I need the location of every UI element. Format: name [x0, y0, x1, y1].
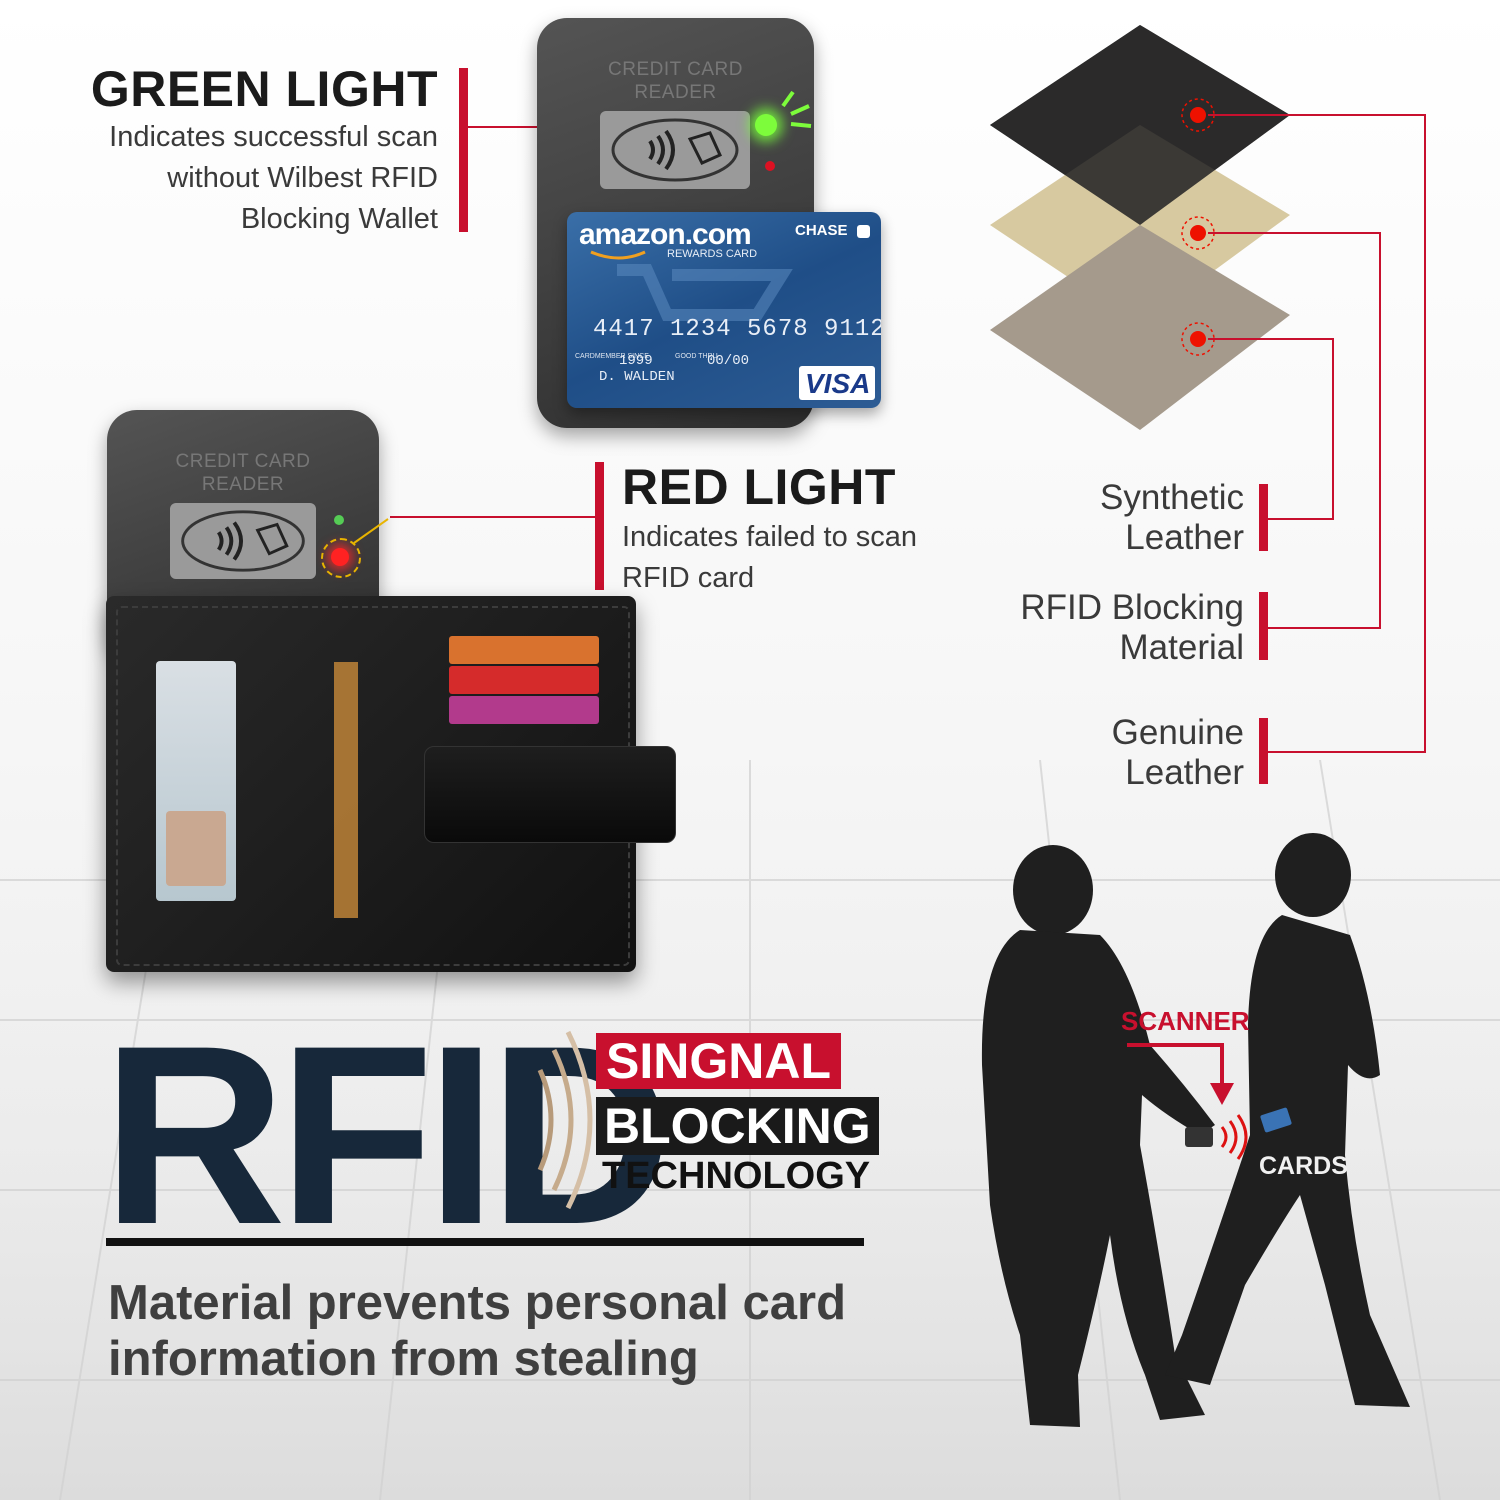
- card-slot-1: [449, 636, 599, 664]
- red-light-desc-1: Indicates failed to scan: [622, 521, 918, 553]
- scanner-arrow-head-icon: [1210, 1083, 1234, 1105]
- card-slot-3: [449, 696, 599, 724]
- thief-body: [981, 930, 1215, 1427]
- pickpocket-scene: [981, 833, 1410, 1427]
- member-since-value: 1999: [619, 353, 653, 369]
- tagline-line1: Material prevents personal card: [108, 1276, 847, 1330]
- red-led-highlight-ring: [321, 538, 361, 578]
- victim-body: [1165, 915, 1410, 1407]
- thief-head: [1013, 845, 1093, 935]
- member-since-label: CARDMEMBER SINCE: [575, 353, 649, 360]
- tagline-line2: information from stealing: [108, 1332, 699, 1386]
- reader2-screen: [170, 503, 316, 579]
- genuine-leather-layer: [990, 225, 1290, 430]
- visa-logo-box: VISA: [799, 366, 875, 400]
- red-light-title: RED LIGHT: [622, 459, 896, 515]
- card-holder: D. WALDEN: [599, 369, 675, 385]
- layer-connectors: [1208, 114, 1426, 753]
- layer-label-2-line1: RFID Blocking: [1020, 588, 1244, 627]
- layer-bar-2: [1259, 592, 1268, 660]
- layer-label-3-line2: Leather: [1125, 753, 1244, 792]
- inner-card-edge: [334, 662, 358, 918]
- red-light-red-bar: [595, 462, 604, 590]
- rfid-wallet: [106, 596, 676, 972]
- technology-label: TECHNOLOGY: [602, 1155, 871, 1197]
- blocking-badge: BLOCKING: [596, 1097, 879, 1155]
- layer-label-2-line2: Material: [1119, 628, 1244, 667]
- layer-bar-1: [1259, 484, 1268, 551]
- signal-waves-icon: [537, 1030, 593, 1210]
- layer-point-2: [1190, 225, 1206, 241]
- card-brand: amazon.com: [579, 218, 752, 251]
- reader-label-line1: CREDIT CARD: [608, 59, 743, 80]
- reader-label-line2: READER: [634, 82, 717, 103]
- scanner-label: SCANNER: [1121, 1006, 1250, 1036]
- victim-head: [1275, 833, 1351, 917]
- cart-watermark-icon: [617, 264, 793, 321]
- layer-bar-3: [1259, 718, 1268, 784]
- layer-point-1: [1190, 107, 1206, 123]
- scan-waves-icon: [1220, 1114, 1248, 1160]
- amazon-smile-icon: [590, 250, 646, 260]
- red-light-pointer-line: [390, 516, 595, 518]
- good-thru-label: GOOD THRU: [675, 353, 718, 360]
- id-window: [156, 661, 236, 901]
- red-led: [765, 161, 775, 171]
- scanner-arrow-line: [1127, 1043, 1224, 1090]
- card-number: 4417 1234 5678 9112: [593, 316, 881, 343]
- material-layers: [990, 25, 1290, 430]
- green-led-2: [334, 515, 344, 525]
- good-thru-value: 00/00: [707, 353, 750, 369]
- layer-label-1-line2: Leather: [1125, 518, 1244, 557]
- layer-point-3: [1190, 331, 1206, 347]
- cards-label: CARDS: [1259, 1152, 1348, 1180]
- scanner-device-icon: [1185, 1127, 1213, 1147]
- visa-logo: VISA: [805, 368, 871, 399]
- contactless-icon: [611, 118, 739, 182]
- green-light-desc-2: without Wilbest RFID: [167, 162, 438, 194]
- layer-label-1-line1: Synthetic: [1100, 478, 1244, 517]
- yellow-pointer-line: [353, 518, 389, 544]
- card-slot-2: [449, 666, 599, 694]
- reader2-label-line1: CREDIT CARD: [175, 451, 311, 472]
- reader2-label-line2: READER: [201, 474, 285, 495]
- victim-card-icon: [1260, 1107, 1292, 1133]
- wallet-snap-tab: [424, 746, 676, 843]
- green-light-desc-3: Blocking Wallet: [240, 203, 438, 235]
- green-light-red-bar: [459, 68, 468, 232]
- id-photo: [166, 811, 226, 886]
- green-light-title: GREEN LIGHT: [90, 61, 438, 117]
- card-issuer: CHASE: [795, 222, 848, 239]
- green-glow-rays: [781, 90, 812, 128]
- headline-divider: [106, 1238, 864, 1246]
- chase-octagon-icon: [857, 225, 870, 238]
- layer-label-3-line1: Genuine: [1111, 713, 1244, 752]
- reader-screen: [600, 111, 750, 189]
- red-light-desc-2: RFID card: [622, 562, 755, 594]
- card-subtitle: REWARDS CARD: [667, 248, 758, 260]
- green-light-desc-1: Indicates successful scan: [109, 121, 438, 153]
- signal-badge: SINGNAL: [596, 1033, 841, 1089]
- contactless-icon-2: [181, 510, 305, 572]
- credit-card: amazon.com REWARDS CARD CHASE 4417 1234 …: [567, 212, 881, 408]
- green-led: [755, 114, 777, 136]
